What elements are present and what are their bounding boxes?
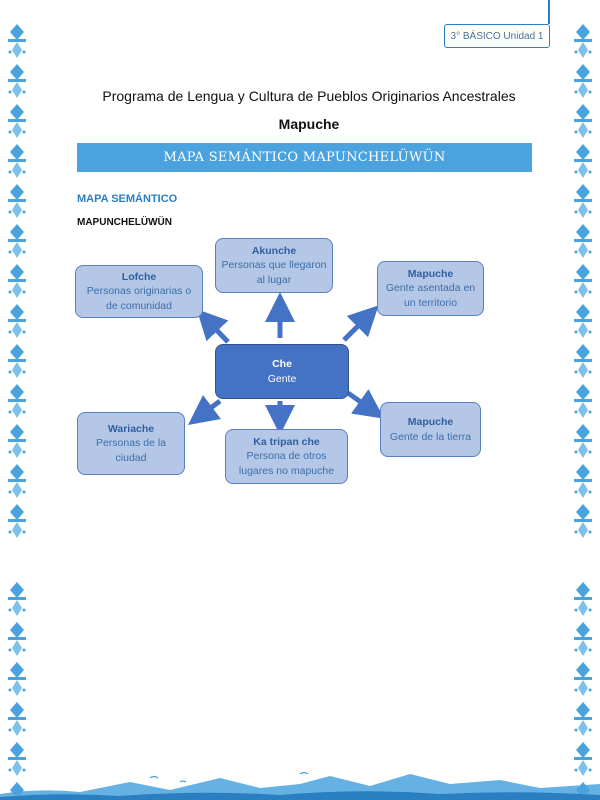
node-mapuche-tierra: Mapuche Gente de la tierra: [380, 402, 481, 457]
node-akunche: Akunche Personas que llegaron al lugar: [215, 238, 333, 293]
section-subheading: MAPA SEMÁNTICO: [77, 193, 178, 205]
node-meaning: Personas de la ciudad: [95, 437, 167, 464]
node-term: Mapuche: [407, 268, 454, 281]
grade-badge: 3° BÁSICO Unidad 1: [444, 24, 550, 48]
section-subtitle: MAPUNCHELÜWÜN: [77, 217, 172, 228]
node-meaning: Gente: [267, 372, 297, 385]
node-term: Che: [272, 358, 292, 371]
right-lower-border-pattern-icon: [572, 580, 594, 795]
node-meaning: Gente de la tierra: [389, 430, 472, 443]
badge-connector: [548, 0, 550, 24]
arrow-to-mapuche-tierra: [346, 389, 385, 419]
right-border-pattern-icon: [572, 22, 594, 542]
node-wariache: Wariache Personas de la ciudad: [77, 412, 185, 475]
node-meaning: Personas originarias o de comunidad: [86, 285, 192, 312]
node-term: Wariache: [107, 423, 155, 436]
section-banner: MAPA SEMÁNTICO MAPUNCHELÜWÜN: [77, 143, 532, 172]
program-title: Programa de Lengua y Cultura de Pueblos …: [102, 88, 516, 104]
node-term: Akunche: [251, 245, 297, 258]
node-meaning: Personas que llegaron al lugar: [221, 259, 327, 286]
people-name: Mapuche: [278, 116, 340, 132]
node-center-che: Che Gente: [215, 344, 349, 399]
node-mapuche-territorio: Mapuche Gente asentada en un territorio: [377, 261, 484, 316]
node-lofche: Lofche Personas originarias o de comunid…: [75, 265, 203, 318]
node-meaning: Gente asentada en un territorio: [385, 282, 476, 309]
left-lower-border-pattern-icon: [6, 580, 28, 795]
node-ka-tripan-che: Ka tripan che Persona de otros lugares n…: [225, 429, 348, 484]
node-term: Lofche: [121, 271, 157, 284]
arrow-to-lofche: [196, 309, 230, 344]
node-meaning: Persona de otros lugares no mapuche: [238, 450, 335, 477]
arrow-to-mapuche-territorio: [342, 305, 379, 342]
node-term: Ka tripan che: [253, 436, 320, 449]
mountain-landscape-icon: [0, 771, 600, 800]
node-term: Mapuche: [407, 416, 454, 429]
left-border-pattern-icon: [6, 22, 28, 542]
arrow-to-wariache: [188, 395, 222, 425]
